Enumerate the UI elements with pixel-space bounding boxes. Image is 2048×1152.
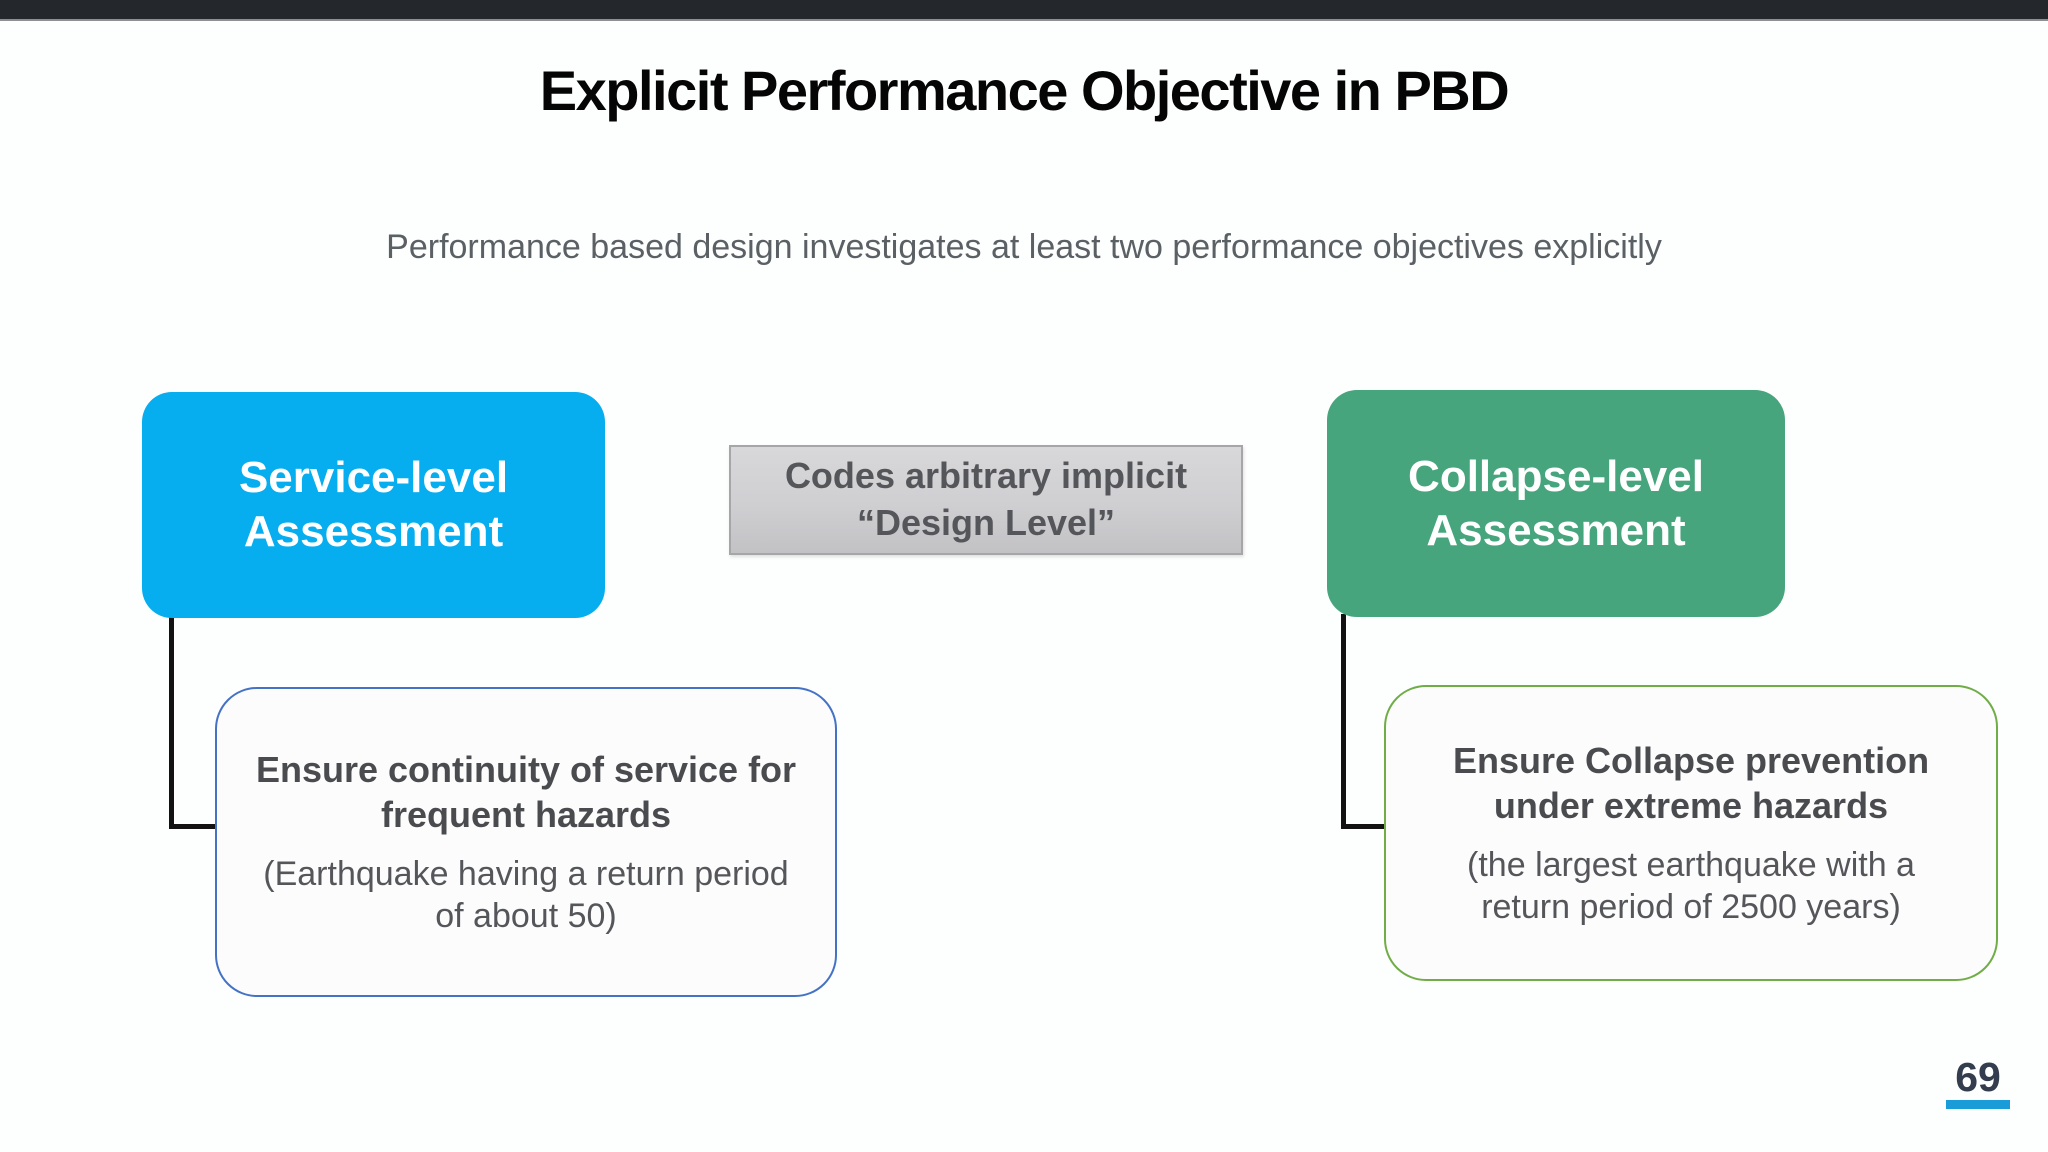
collapse-level-box-label: Collapse-level Assessment (1408, 451, 1704, 555)
service-detail-note: (Earthquake having a return period of ab… (263, 854, 789, 936)
connector-collapse-horizontal (1341, 824, 1388, 829)
collapse-detail-box: Ensure Collapse prevention under extreme… (1384, 685, 1998, 981)
code-box-line2: “Design Level” (856, 502, 1116, 543)
code-design-level-box: Codes arbitrary implicit “Design Level” (729, 445, 1243, 555)
collapse-level-box: Collapse-level Assessment (1327, 390, 1785, 617)
connector-service-vertical (169, 617, 174, 829)
connector-service-horizontal (169, 824, 219, 829)
code-box-line1: Codes arbitrary implicit (784, 455, 1188, 497)
slide-subtitle: Performance based design investigates at… (386, 228, 1662, 266)
service-detail-box: Ensure continuity of service for frequen… (215, 687, 837, 997)
collapse-detail-heading: Ensure Collapse prevention under extreme… (1452, 739, 1930, 826)
service-detail-heading: Ensure continuity of service for frequen… (255, 748, 797, 835)
page-number: 69 (1955, 1054, 2001, 1100)
service-level-box-label: Service-level Assessment (238, 453, 509, 556)
service-level-box: Service-level Assessment (142, 392, 605, 618)
slide-title: Explicit Performance Objective in PBD (539, 59, 1510, 122)
collapse-detail-note: (the largest earthquake with a return pe… (1467, 845, 1915, 927)
code-design-level-box-label: Codes arbitrary implicit “Design Level” (785, 453, 1187, 547)
page-number-underline (1946, 1100, 2010, 1109)
top-bar (0, 0, 2048, 21)
connector-collapse-vertical (1341, 614, 1346, 829)
